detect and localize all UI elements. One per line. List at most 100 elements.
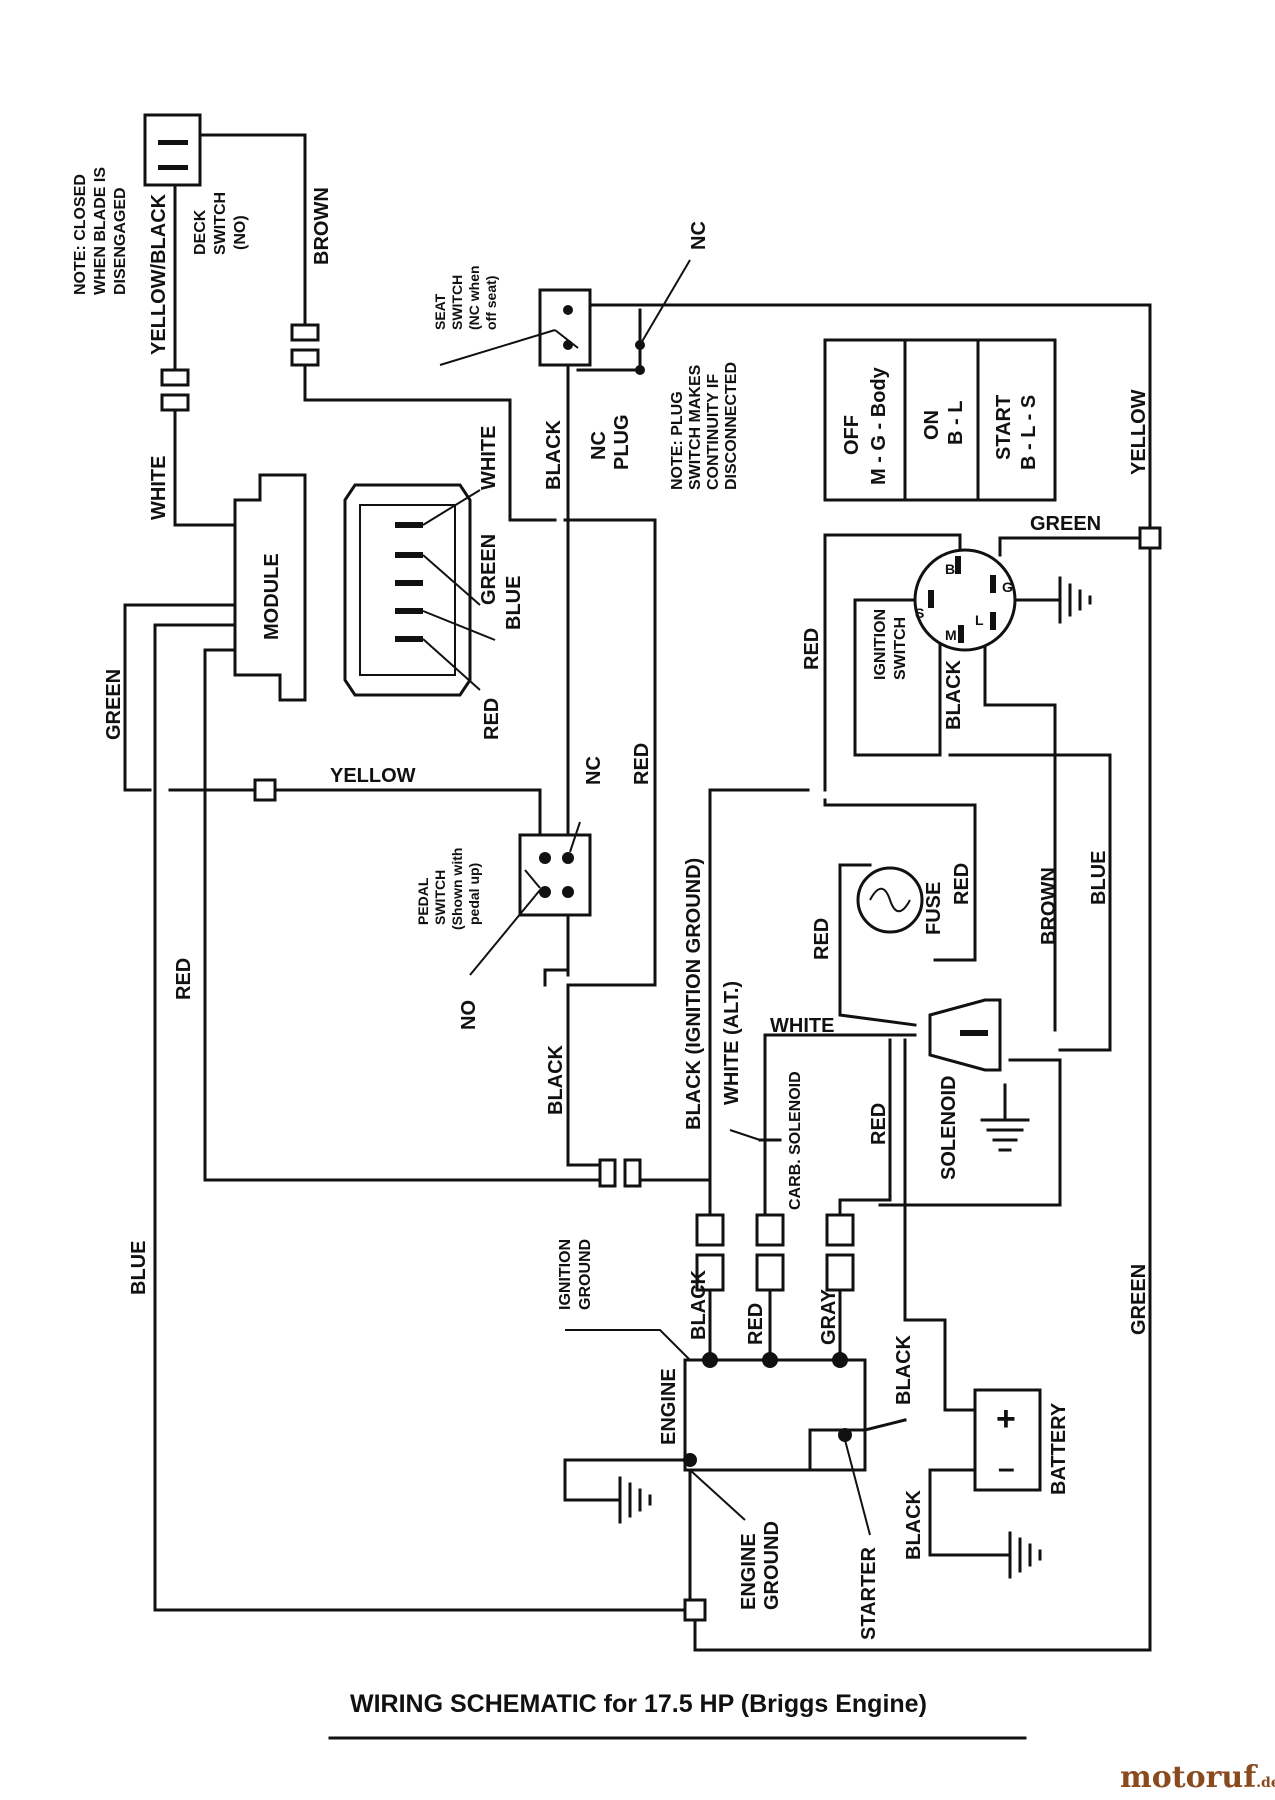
label-gray: GRAY [818,1288,840,1345]
fuse-element [869,887,911,913]
switch-table-start-terms: B - L - S [1018,395,1040,470]
wire-brown-to-seat [303,363,557,522]
ign-label-s: S [915,605,924,621]
plug-pin [395,580,423,586]
deck-switch-label-3: (NO) [232,215,249,250]
label-yellow-mid: YELLOW [330,765,416,787]
wire-red-fuse [823,798,977,962]
pedal-switch-label-3: (Shown with [449,848,465,930]
switch-table-start: START [993,395,1015,460]
note-plug-line4: DISCONNECTED [723,362,740,490]
ign-terminal-l [990,612,996,630]
ignition-switch-label-2: SWITCH [892,617,909,680]
deck-switch-label-2: SWITCH [212,192,229,255]
plug-pin [395,552,423,558]
engine-terminal [832,1352,848,1368]
deck-switch [143,113,202,187]
engine-ground-leader [689,1469,746,1521]
connector-black-red [598,1158,642,1188]
seat-leader [439,329,556,366]
wire-brown [198,133,307,327]
ign-label-m: M [945,627,957,643]
deck-switch-contact [158,140,188,145]
module-label: MODULE [261,553,283,640]
label-nc-top: NC [688,221,710,250]
label-blue-left: BLUE [128,1241,150,1295]
seat-switch [538,288,592,367]
battery-plus: + [996,1400,1016,1438]
wire-red-left [203,648,602,1182]
wire-green-to-switch [998,536,1152,557]
wire-seat-red [563,518,657,987]
pedal-switch-label-2: SWITCH [432,870,448,925]
nc-plug-label-2: PLUG [611,414,633,470]
junction-yellow [1138,526,1162,550]
switch-table-off-terms: M - G - Body [868,366,890,485]
wire-black-ign-ground [638,788,810,1182]
components [143,113,1162,1622]
wire-sol-right [878,1058,1062,1207]
fuse-label: FUSE [923,882,945,935]
label-nc-pedal: NC [583,756,605,785]
label-red-right: RED [631,743,653,785]
pedal-switch-arm [524,869,541,889]
wire-ign-black [853,598,942,757]
switch-table-off: OFF [841,415,863,455]
label-red-engine: RED [745,1303,767,1345]
wire-white-module [173,408,237,527]
label-green-top: GREEN [1030,513,1101,535]
diagram-title: WIRING SCHEMATIC for 17.5 HP (Briggs Eng… [350,1690,927,1718]
connector-black [695,1213,725,1292]
pedal-switch-label-1: PEDAL [415,877,431,925]
nc-leader [639,259,691,346]
wire-battery-minus [928,1468,1012,1557]
ground-ignition [1013,576,1092,624]
label-white-plug: WHITE [478,426,500,490]
wire-white-alt [763,1033,917,1217]
note-blade-line2: WHEN BLADE IS [92,167,109,295]
seat-switch-contact [563,305,573,315]
label-red-plug: RED [481,698,503,740]
pedal-switch-contact [562,852,574,864]
note-blade-line1: NOTE: CLOSED [72,174,89,295]
connector-brown [290,323,320,367]
seat-switch-contact [563,340,573,350]
label-yellow-right: YELLOW [1128,389,1150,475]
label-blue-plug: BLUE [503,576,525,630]
label-white-alt: WHITE (ALT.) [721,981,743,1105]
wire-seat-yellow [568,303,1152,530]
label-black-battery-neg: BLACK [903,1489,925,1560]
wires [123,130,1152,1652]
seat-switch-label-4: off seat) [483,276,499,330]
ground-battery [1008,1531,1042,1579]
module [233,473,307,702]
plug-leaders [422,489,496,691]
switch-table-on: ON [921,410,943,440]
deck-switch-contact [158,165,188,170]
wire-red-ign [823,533,962,792]
plug-pin [395,522,423,528]
label-white-left: WHITE [148,456,170,520]
label-red-left: RED [173,958,195,1000]
ign-terminal-m [958,625,964,643]
label-no: NO [458,1000,480,1030]
label-blue-right: BLUE [1088,851,1110,905]
ign-terminal-b [955,556,961,574]
white-alt-leader [729,1129,761,1141]
battery-label: BATTERY [1048,1402,1070,1495]
carb-solenoid-label: CARB. SOLENOID [787,1071,804,1210]
note-plug-line2: SWITCH MAKES [687,364,704,490]
label-green-right: GREEN [1128,1264,1150,1335]
ground-solenoid [980,1083,1030,1152]
wire-red-solenoid-up [838,1038,892,1217]
label-white: WHITE [770,1015,834,1037]
label-brown-right: BROWN [1038,867,1060,945]
ign-ground-label-2: GROUND [577,1239,594,1310]
switch-table-on-terms: B - L [945,401,967,445]
switch-table [823,338,1057,502]
label-red-fuse-left: RED [811,918,833,960]
engine-ground-label-1: ENGINE [738,1533,760,1610]
connector-white [160,368,190,412]
ign-terminal-g [990,575,996,593]
